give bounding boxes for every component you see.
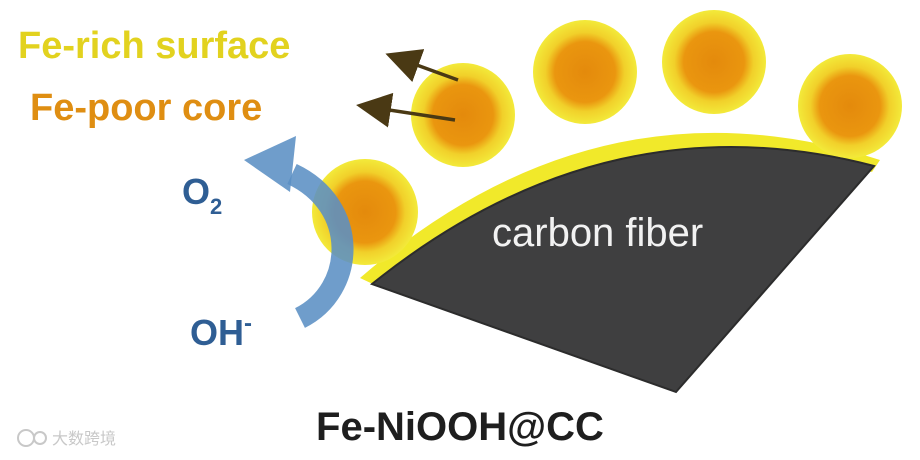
watermark-logo: 大数跨境 xyxy=(18,429,116,448)
particle xyxy=(662,10,766,114)
oh-superscript: - xyxy=(244,310,252,337)
o2-subscript: 2 xyxy=(210,194,222,219)
oh-label: OH- xyxy=(190,310,252,353)
o2-base: O xyxy=(182,171,210,212)
reaction-arrow-head xyxy=(244,136,296,192)
watermark-text: 大数跨境 xyxy=(52,429,116,448)
particle xyxy=(798,54,902,158)
carbon-fiber-label: carbon fiber xyxy=(492,211,703,255)
fe-poor-core-label: Fe-poor core xyxy=(30,87,262,129)
material-title: Fe-NiOOH@CC xyxy=(316,405,604,449)
particle xyxy=(533,20,637,124)
carbon-fiber xyxy=(372,147,874,392)
fe-rich-surface-label: Fe-rich surface xyxy=(18,25,290,67)
reaction-arrow xyxy=(292,174,343,318)
oh-base: OH xyxy=(190,312,244,353)
o2-label: O2 xyxy=(182,171,222,219)
